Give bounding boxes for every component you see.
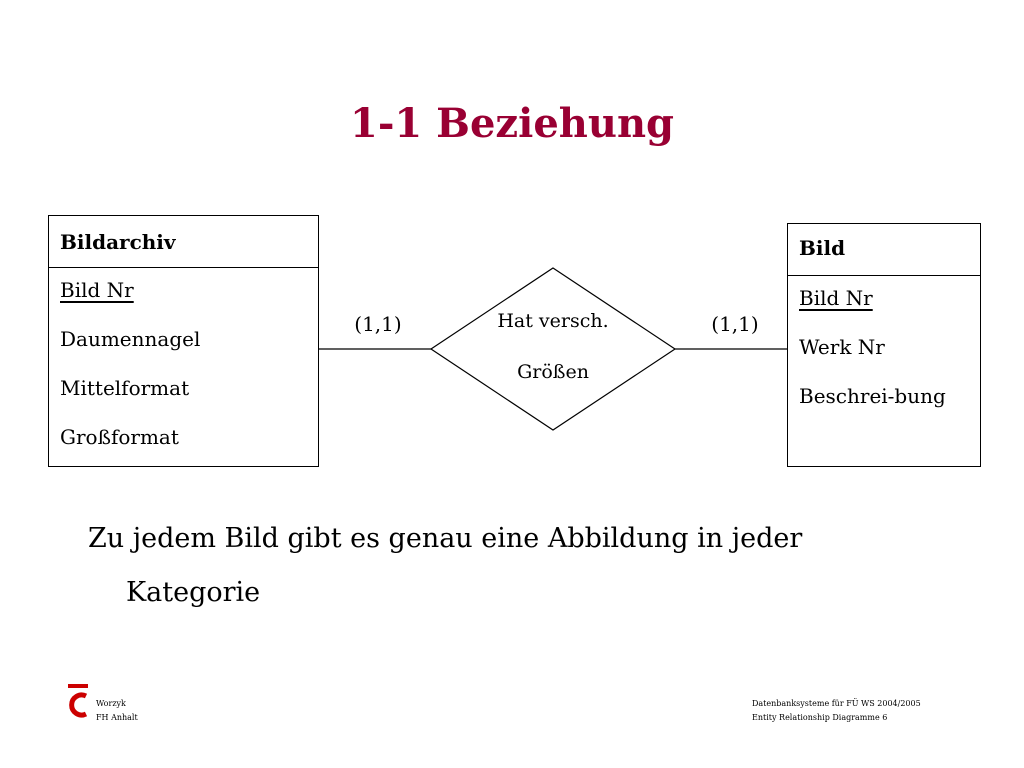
footer-author-name: Worzyk [96, 699, 126, 708]
statement-line2: Kategorie [126, 577, 261, 608]
relationship-label-line2: Größen [517, 361, 589, 383]
fh-anhalt-logo-icon [68, 684, 88, 718]
entity-attribute-key: Bild Nr [799, 286, 873, 310]
cardinality-left: (1,1) [354, 312, 402, 336]
footer-institution: FH Anhalt [96, 713, 138, 722]
entity-attribute: Großformat [60, 425, 179, 449]
statement-text: Zu jedem Bild gibt es genau eine Abbildu… [88, 512, 848, 620]
entity-attribute: Beschrei-bung [799, 384, 946, 408]
entity-name: Bildarchiv [49, 216, 318, 268]
footer-slide-info: Entity Relationship Diagramme 6 [752, 713, 888, 722]
footer-course-name: Datenbanksysteme für FÜ WS 2004/2005 [752, 699, 921, 708]
entity-bildarchiv[interactable]: Bildarchiv Bild Nr Daumennagel Mittelfor… [48, 215, 319, 467]
entity-attribute: Daumennagel [60, 327, 201, 351]
entity-attribute-key: Bild Nr [60, 278, 134, 302]
entity-attribute: Mittelformat [60, 376, 190, 400]
relationship-label-line1: Hat versch. [497, 310, 609, 332]
slide-title: 1-1 Beziehung [349, 100, 675, 147]
cardinality-right: (1,1) [711, 312, 759, 336]
footer-course: Datenbanksysteme für FÜ WS 2004/2005 Ent… [752, 697, 921, 725]
entity-attribute: Werk Nr [799, 335, 885, 359]
entity-name: Bild [788, 224, 980, 276]
statement-line1: Zu jedem Bild gibt es genau eine Abbildu… [88, 523, 803, 554]
relationship-diamond [429, 267, 677, 431]
footer-author: Worzyk FH Anhalt [96, 697, 138, 725]
entity-bild[interactable]: Bild Bild Nr Werk Nr Beschrei-bung [787, 223, 981, 467]
